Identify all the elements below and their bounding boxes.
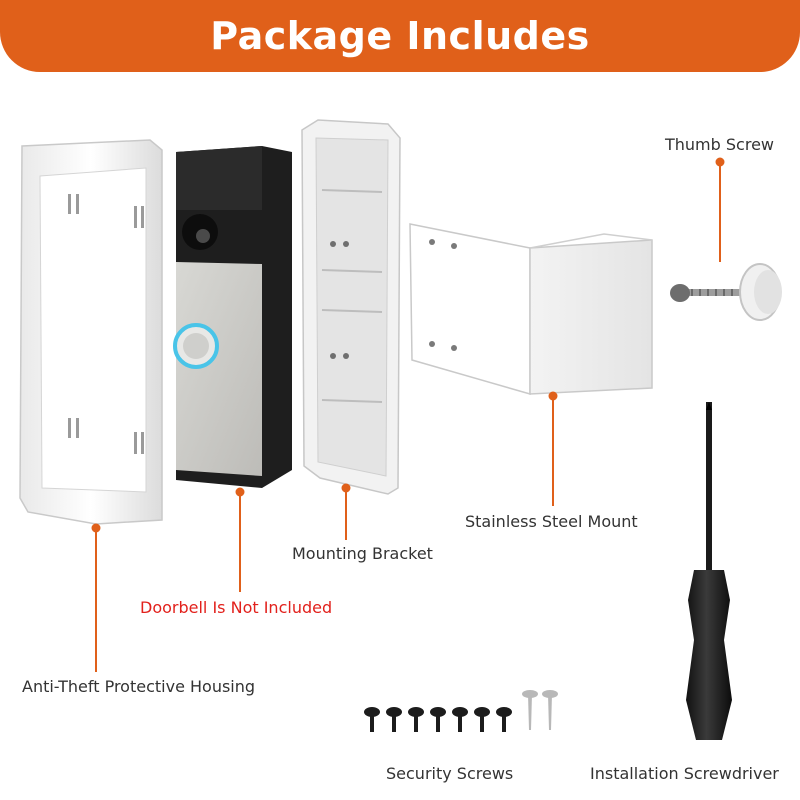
thumb-screw-image (670, 263, 782, 321)
doorbell-image (173, 146, 292, 488)
security-screws-image (364, 690, 558, 732)
screwdriver-image (686, 402, 732, 740)
callout-lines (91, 157, 725, 672)
thumb-screw-label: Thumb Screw (665, 135, 774, 154)
stainless-steel-mount-label: Stainless Steel Mount (465, 512, 638, 531)
mounting-bracket-label: Mounting Bracket (292, 544, 433, 563)
header-banner: Package Includes (0, 0, 800, 72)
housing-label: Anti-Theft Protective Housing (22, 677, 256, 696)
page-title: Package Includes (210, 14, 590, 58)
screwdriver-label: Installation Screwdriver (590, 764, 779, 783)
mounting-bracket-image (301, 119, 401, 495)
doorbell-not-included-label: Doorbell Is Not Included (140, 598, 333, 617)
protective-housing-image (19, 139, 163, 525)
security-screws-label: Security Screws (386, 764, 514, 783)
stainless-steel-mount-image (409, 223, 653, 395)
